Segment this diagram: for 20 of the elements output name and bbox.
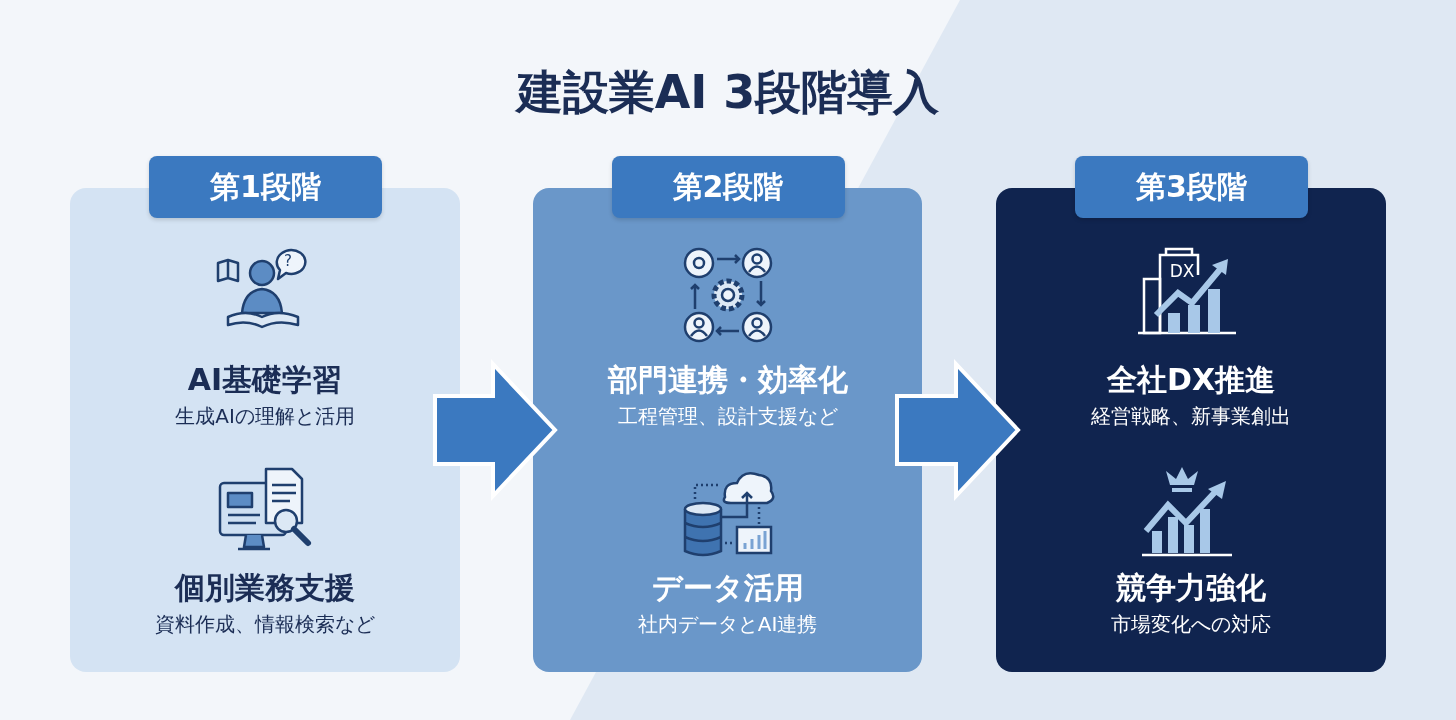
stage-tab: 第1段階 [149, 156, 382, 218]
arrow [433, 358, 558, 502]
item-title: データ活用 [651, 570, 804, 606]
item-title: 部門連携・効率化 [607, 362, 848, 398]
stage-tab: 第2段階 [611, 156, 845, 218]
item-description: 資料作成、情報検索など [155, 611, 375, 637]
item-description: 工程管理、設計支援など [617, 403, 838, 429]
item-title: 個別業務支援 [175, 570, 355, 606]
item-description: 生成AIの理解と活用 [175, 403, 355, 429]
item-title: AI基礎学習 [187, 362, 343, 398]
stage-tab: 第3段階 [1075, 156, 1308, 218]
item-description: 市場変化への対応 [1111, 611, 1271, 637]
title: 建設業AI 3段階導入 [514, 64, 941, 121]
item-title: 競争力強化 [1116, 570, 1266, 606]
arrow [895, 358, 1021, 502]
item-description: 社内データとAI連携 [637, 611, 818, 637]
icon-label: ? [283, 252, 293, 270]
item-title: 全社DX推進 [1107, 362, 1275, 398]
icon-label: DX [1168, 262, 1196, 280]
item-description: 経営戦略、新事業創出 [1091, 403, 1291, 429]
